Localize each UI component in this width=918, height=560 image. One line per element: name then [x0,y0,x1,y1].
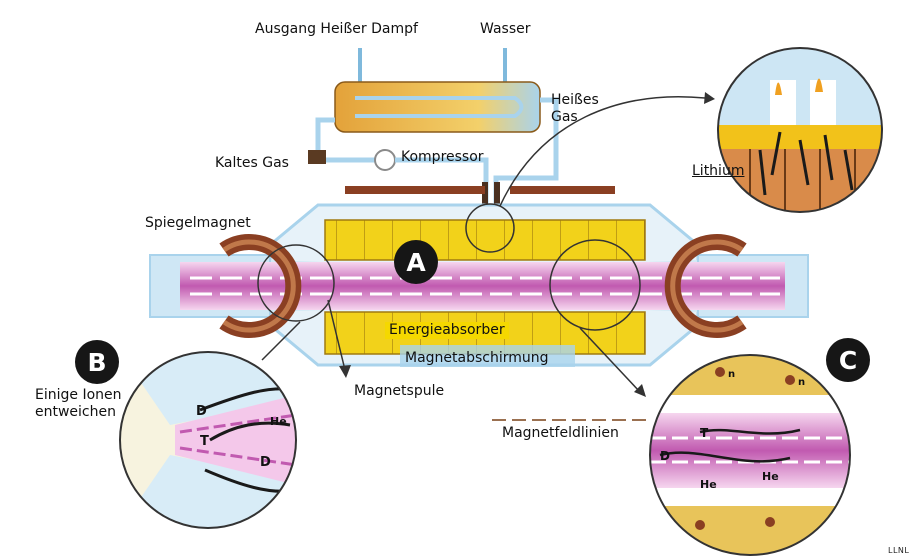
heat-exchanger [308,48,559,208]
marker-c-text: C [839,346,857,375]
label-water: Wasser [480,21,531,37]
particle-n-c1: n [728,369,735,380]
label-some-ions-line2: entweichen [35,404,116,420]
label-compressor: Kompressor [401,149,484,165]
cold-gas-pipe [315,117,382,163]
mirror-magnet-left [219,234,302,338]
particle-n-c2: n [798,377,805,388]
particle-t-c: T [700,426,709,440]
plasma-column [180,262,785,310]
label-magnet-shielding: Magnetabschirmung [405,350,549,366]
mirror-magnet-right [664,234,747,338]
marker-a: A [394,240,438,284]
label-some-ions-line1: Einige Ionen [35,387,122,403]
particle-he-b: He [270,415,287,428]
label-mirror-magnet: Spiegelmagnet [145,215,251,231]
marker-b-text: B [87,348,106,377]
compressor-icon [374,149,396,171]
label-magnet-coil: Magnetspule [354,383,445,399]
label-energy-absorber: Energieabsorber [385,322,509,339]
magnet-shielding [400,345,575,367]
particle-d-c: D [660,449,670,463]
label-some-ions-escape: Einige Ionen entweichen [35,387,122,421]
label-hot-gas-line2: Gas [551,109,578,125]
detail-c [649,354,851,556]
particle-he-c1: He [700,478,717,491]
detail-b [119,351,297,529]
marker-c: C [826,338,870,382]
label-field-lines: Magnetfeldlinien [502,425,619,441]
label-hot-gas: Heißes Gas [551,92,599,126]
reactor-body [149,186,809,367]
steam-generator-tank [334,81,541,133]
particle-d-b2: D [260,455,271,470]
particle-d-b1: D [196,404,207,419]
label-cold-gas: Kaltes Gas [215,155,289,171]
heat-exchanger-coil [355,96,524,118]
marker-a-text: A [406,248,426,277]
cold-gas-valve [308,150,326,164]
detail-lithium [717,47,883,213]
image-credit: LLNL [888,546,910,555]
particle-he-c2: He [762,470,779,483]
label-hot-gas-line1: Heißes [551,92,599,108]
label-hot-steam-outlet: Ausgang Heißer Dampf [255,21,418,37]
particle-t-b: T [200,434,209,449]
marker-b: B [75,340,119,384]
label-lithium: Lithium [692,163,745,179]
